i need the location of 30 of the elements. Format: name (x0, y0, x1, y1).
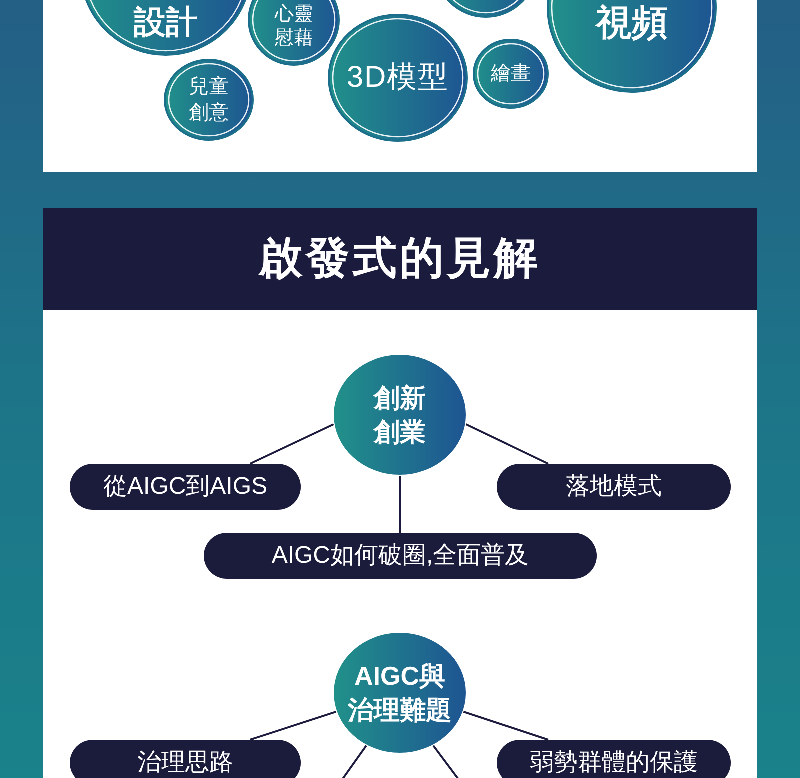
hub-circle (333, 632, 467, 754)
bubble-label: 心靈慰藉 (274, 3, 314, 50)
topic-pill (497, 740, 731, 778)
topic-pill (204, 533, 597, 579)
connector-line (466, 424, 549, 465)
bubble-label: 3D模型 (346, 60, 450, 96)
topic-pill (70, 740, 301, 778)
pill-label: AIGC如何破圈,全面普及 (272, 542, 530, 570)
pill-label: 弱勢群體的保護 (530, 749, 698, 777)
bubble-label: 設計 (134, 4, 198, 40)
hub-circle (333, 354, 467, 476)
connector-line (250, 710, 337, 741)
bubble-circle (164, 59, 254, 141)
hub-label: AIGC與治理難題 (346, 660, 453, 727)
pill-label: 落地模式 (566, 472, 662, 502)
bubble-label: 繪畫 (491, 62, 531, 86)
header-band (43, 208, 757, 310)
hub-label: 創新創業 (372, 382, 427, 449)
bubble-label: 視頻 (596, 3, 668, 43)
topic-pill (497, 464, 731, 510)
header-title: 啟發式的見解 (259, 232, 541, 285)
connector-line (250, 424, 334, 465)
topic-pill (70, 464, 301, 510)
pill-label: 從AIGC到AIGS (103, 472, 268, 502)
connector-line (463, 710, 549, 741)
bubble-circle (328, 14, 468, 142)
bubble-circle (473, 39, 549, 109)
connector-line (399, 476, 402, 534)
pill-label: 治理思路 (138, 749, 234, 777)
bubble-label: 兒童創意 (188, 75, 230, 126)
